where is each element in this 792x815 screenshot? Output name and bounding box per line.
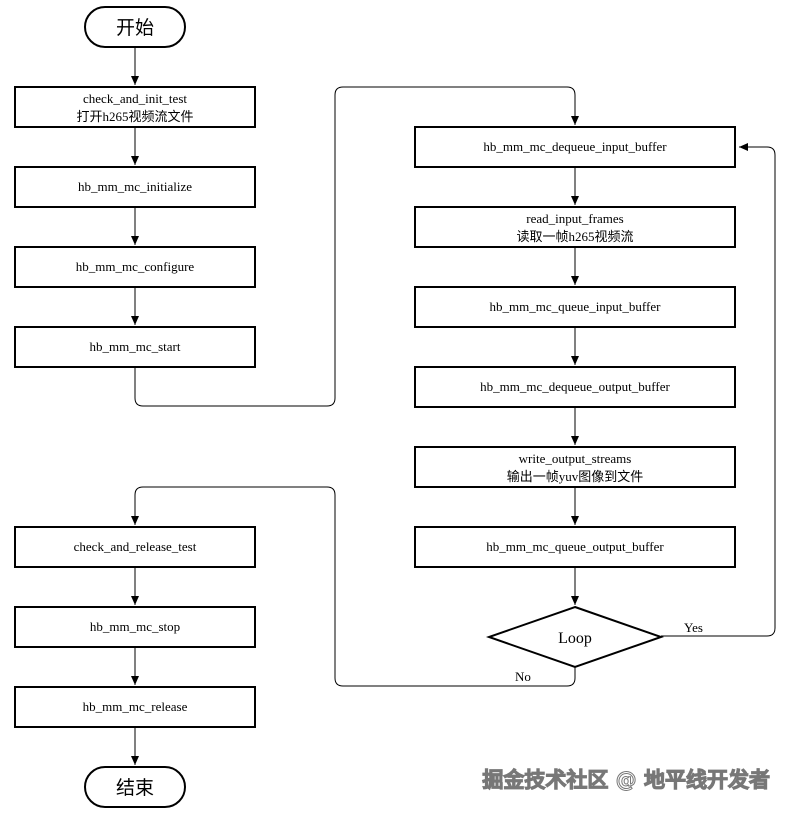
node-hb-mm-mc-stop[interactable]: hb_mm_mc_stop <box>14 606 256 648</box>
node-read-input-frames[interactable]: read_input_frames 读取一帧h265视频流 <box>414 206 736 248</box>
edge-label-no: No <box>515 669 531 684</box>
node-label: hb_mm_mc_dequeue_output_buffer <box>480 379 670 394</box>
process-box <box>414 286 736 328</box>
terminal-end-label: 结束 <box>116 777 154 799</box>
process-box <box>414 366 736 408</box>
node-label: check_and_release_test <box>74 539 197 554</box>
watermark: 掘金技术社区 @ 地平线开发者 <box>482 768 770 792</box>
node-hb-mm-mc-queue-input-buffer[interactable]: hb_mm_mc_queue_input_buffer <box>414 286 736 328</box>
node-hb-mm-mc-queue-output-buffer[interactable]: hb_mm_mc_queue_output_buffer <box>414 526 736 568</box>
node-label: hb_mm_mc_release <box>83 699 188 714</box>
edges: Yes No <box>131 47 776 765</box>
node-hb-mm-mc-start[interactable]: hb_mm_mc_start <box>14 326 256 368</box>
edge-label-yes: Yes <box>684 620 703 635</box>
node-end[interactable]: 结束 <box>84 766 186 808</box>
node-label: hb_mm_mc_start <box>90 339 181 354</box>
process-box <box>414 446 736 488</box>
process-box <box>414 126 736 168</box>
node-hb-mm-mc-initialize[interactable]: hb_mm_mc_initialize <box>14 166 256 208</box>
node-label: hb_mm_mc_queue_output_buffer <box>486 539 664 554</box>
node-loop-decision[interactable]: Loop <box>485 605 665 669</box>
node-hb-mm-mc-release[interactable]: hb_mm_mc_release <box>14 686 256 728</box>
process-box <box>14 326 256 368</box>
node-label-line1: read_input_frames <box>526 211 623 226</box>
process-box <box>14 166 256 208</box>
node-start[interactable]: 开始 <box>84 6 186 48</box>
node-label: hb_mm_mc_dequeue_input_buffer <box>483 139 667 154</box>
node-label-line2: 读取一帧h265视频流 <box>516 229 633 244</box>
decision-diamond <box>485 605 665 669</box>
decision-label: Loop <box>558 630 592 647</box>
node-label-line1: check_and_init_test <box>83 91 187 106</box>
terminal-end-shape <box>84 766 186 808</box>
node-label-line2: 输出一帧yuv图像到文件 <box>507 469 644 484</box>
process-box <box>414 526 736 568</box>
node-label: hb_mm_mc_stop <box>90 619 180 634</box>
node-check-and-release-test[interactable]: check_and_release_test <box>14 526 256 568</box>
process-box <box>14 686 256 728</box>
node-hb-mm-mc-dequeue-input-buffer[interactable]: hb_mm_mc_dequeue_input_buffer <box>414 126 736 168</box>
node-write-output-streams[interactable]: write_output_streams 输出一帧yuv图像到文件 <box>414 446 736 488</box>
process-box <box>14 606 256 648</box>
node-label-line1: write_output_streams <box>519 451 632 466</box>
node-label: hb_mm_mc_queue_input_buffer <box>490 299 662 314</box>
edge-loop-no <box>131 486 576 687</box>
node-check-and-init-test[interactable]: check_and_init_test 打开h265视频流文件 <box>14 86 256 128</box>
node-label: hb_mm_mc_initialize <box>78 179 192 194</box>
edge-loop-yes <box>661 143 776 637</box>
node-label-line2: 打开h265视频流文件 <box>76 109 193 124</box>
terminal-start-label: 开始 <box>116 17 154 39</box>
node-hb-mm-mc-configure[interactable]: hb_mm_mc_configure <box>14 246 256 288</box>
edge-start-to-dequeue-input <box>134 86 579 407</box>
terminal-start-shape <box>84 6 186 48</box>
node-label: hb_mm_mc_configure <box>76 259 195 274</box>
node-hb-mm-mc-dequeue-output-buffer[interactable]: hb_mm_mc_dequeue_output_buffer <box>414 366 736 408</box>
process-box <box>14 526 256 568</box>
process-box <box>14 246 256 288</box>
process-box <box>414 206 736 248</box>
process-box <box>14 86 256 128</box>
